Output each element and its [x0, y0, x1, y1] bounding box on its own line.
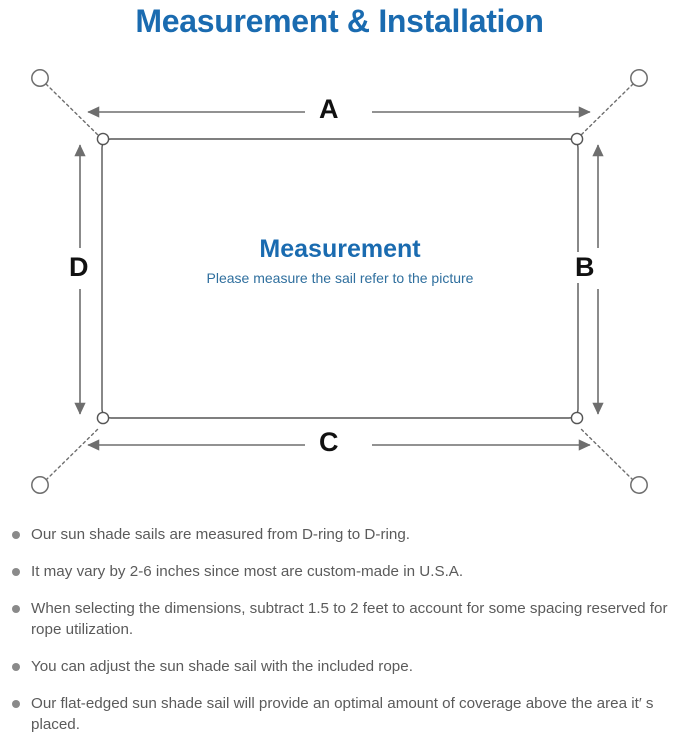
- bullet-icon: [12, 663, 20, 671]
- note-text: You can adjust the sun shade sail with t…: [31, 658, 413, 675]
- note-item: Our sun shade sails are measured from D-…: [0, 524, 679, 545]
- shade-sail-outline: [101, 138, 579, 419]
- measurement-diagram: Measurement Please measure the sail refe…: [0, 44, 679, 520]
- anchor-ring-bottom-right: [630, 476, 648, 494]
- dimension-label-a: A: [312, 94, 346, 125]
- note-text: When selecting the dimensions, subtract …: [31, 600, 668, 638]
- bullet-icon: [12, 531, 20, 539]
- bullet-icon: [12, 700, 20, 708]
- d-ring-bottom-left: [96, 411, 110, 425]
- dimension-label-c: C: [312, 427, 346, 458]
- rope-line-bottom-left: [45, 427, 100, 481]
- anchor-ring-top-right: [630, 69, 648, 87]
- rope-line-top-right: [579, 83, 634, 137]
- page-title: Measurement & Installation: [135, 3, 544, 39]
- d-ring-bottom-right: [570, 411, 584, 425]
- bullet-icon: [12, 605, 20, 613]
- dimension-label-d: D: [62, 252, 96, 283]
- note-item: Our flat-edged sun shade sail will provi…: [0, 693, 679, 735]
- note-item: You can adjust the sun shade sail with t…: [0, 656, 679, 677]
- anchor-ring-top-left: [31, 69, 49, 87]
- rope-lines: [45, 83, 634, 481]
- note-text: Our sun shade sails are measured from D-…: [31, 526, 410, 543]
- notes-list: Our sun shade sails are measured from D-…: [0, 524, 679, 751]
- corner-d-rings: [96, 132, 584, 425]
- rope-line-top-left: [45, 83, 100, 137]
- bullet-icon: [12, 568, 20, 576]
- note-item: It may vary by 2-6 inches since most are…: [0, 561, 679, 582]
- dimension-label-b: B: [568, 252, 602, 283]
- anchor-rings: [31, 69, 648, 494]
- d-ring-top-right: [570, 132, 584, 146]
- note-item: When selecting the dimensions, subtract …: [0, 598, 679, 640]
- d-ring-top-left: [96, 132, 110, 146]
- note-text: Our flat-edged sun shade sail will provi…: [31, 695, 654, 733]
- rope-line-bottom-right: [579, 427, 634, 481]
- note-text: It may vary by 2-6 inches since most are…: [31, 563, 464, 580]
- measurement-diagram-svg: [31, 69, 648, 494]
- anchor-ring-bottom-left: [31, 476, 49, 494]
